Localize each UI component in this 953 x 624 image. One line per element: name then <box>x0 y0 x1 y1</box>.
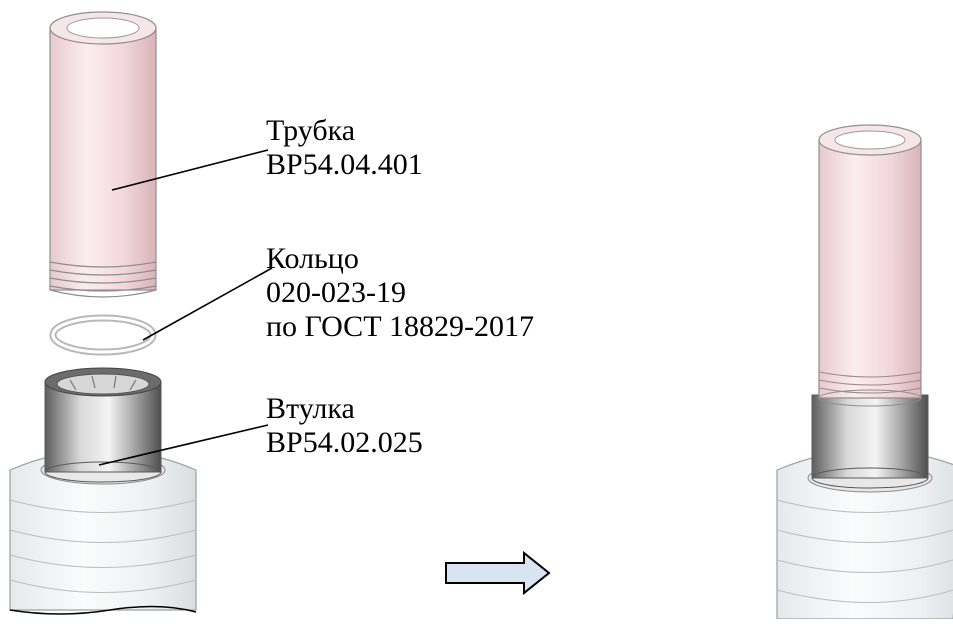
leader-line-tube <box>111 149 269 191</box>
tube-assembled <box>818 124 922 407</box>
sleeve-part <box>40 367 166 485</box>
leader-line-sleeve <box>98 424 269 466</box>
callout-tube: Трубка ВР54.04.401 <box>266 114 423 182</box>
callout-sleeve: Втулка ВР54.02.025 <box>266 392 423 460</box>
tube-part <box>49 11 157 298</box>
right-arrow-icon <box>445 550 551 596</box>
callout-ring: Кольцо 020-023-19 по ГОСТ 18829-2017 <box>266 242 534 344</box>
sleeve-code: ВР54.02.025 <box>266 426 423 459</box>
leader-line-ring <box>142 267 273 341</box>
housing-right <box>776 449 953 620</box>
tube-code: ВР54.04.401 <box>266 148 423 181</box>
ring-code: 020-023-19 <box>266 276 406 309</box>
sleeve-assembled <box>807 394 933 493</box>
ring-standard: по ГОСТ 18829-2017 <box>266 310 535 343</box>
ring-part <box>49 314 157 356</box>
ring-name: Кольцо <box>266 242 359 275</box>
sleeve-name: Втулка <box>266 392 355 425</box>
tube-name: Трубка <box>266 114 356 147</box>
